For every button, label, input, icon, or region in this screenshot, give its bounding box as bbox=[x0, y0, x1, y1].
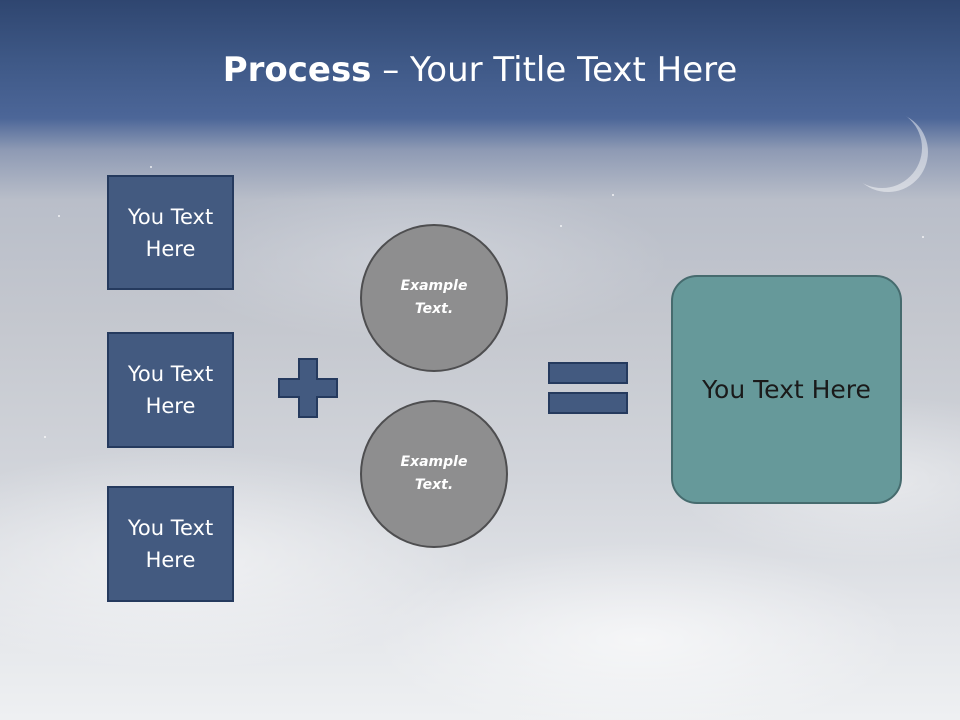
title-bold: Process bbox=[222, 50, 372, 90]
star-decoration bbox=[560, 225, 562, 227]
input-box-label: You Text Here bbox=[127, 516, 214, 572]
result-box[interactable]: You Text Here bbox=[671, 275, 902, 504]
input-box-label: You Text Here bbox=[127, 204, 214, 261]
star-decoration bbox=[922, 236, 924, 238]
result-label: You Text Here bbox=[702, 375, 871, 404]
star-decoration bbox=[150, 166, 152, 168]
input-box-1[interactable]: You Text Here bbox=[107, 175, 234, 290]
star-decoration bbox=[44, 436, 46, 438]
input-box-2[interactable]: You Text Here bbox=[107, 332, 234, 448]
input-box-3[interactable]: You Text Here bbox=[107, 486, 234, 602]
circle-label: Example Text. bbox=[400, 454, 468, 493]
example-circle-2[interactable]: Example Text. bbox=[360, 400, 508, 548]
equals-icon bbox=[548, 362, 628, 414]
star-decoration bbox=[58, 215, 60, 217]
slide-title[interactable]: Process – Your Title Text Here bbox=[0, 50, 960, 90]
title-rest: – Your Title Text Here bbox=[371, 50, 738, 90]
plus-icon bbox=[278, 358, 338, 418]
star-decoration bbox=[612, 194, 614, 196]
circle-label: Example Text. bbox=[400, 278, 468, 317]
moon-decoration bbox=[848, 112, 928, 192]
input-box-label: You Text Here bbox=[127, 362, 214, 418]
example-circle-1[interactable]: Example Text. bbox=[360, 224, 508, 372]
